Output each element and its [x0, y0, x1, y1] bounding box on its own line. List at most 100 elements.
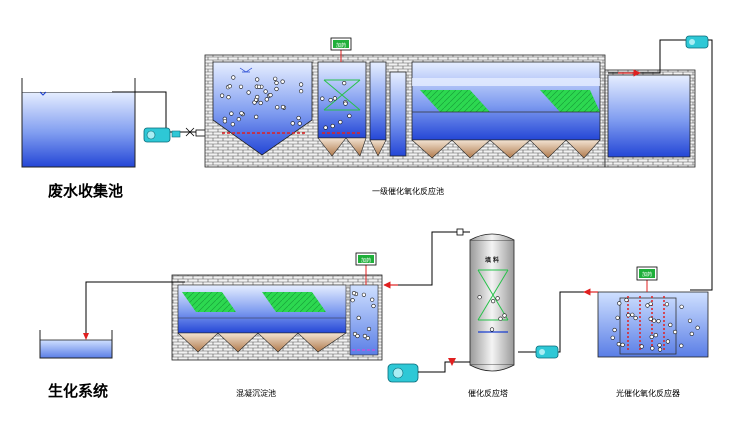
bubble — [630, 312, 635, 317]
bubble — [672, 329, 678, 335]
bubble — [280, 104, 286, 110]
dosing-unit-1 — [330, 37, 352, 62]
bubble — [620, 342, 625, 348]
bubble — [274, 86, 279, 92]
bubble — [689, 331, 694, 337]
bubble — [665, 339, 671, 344]
bio-system-label: 生化系统 — [48, 382, 109, 400]
bubble — [679, 343, 684, 348]
tower-pump-icon — [535, 345, 559, 359]
bubble — [238, 84, 244, 89]
bubble — [612, 327, 617, 333]
top-pump-icon — [685, 35, 709, 49]
bubble — [649, 334, 654, 340]
bubble — [258, 100, 263, 106]
bubble — [362, 333, 368, 339]
bubble — [275, 105, 280, 110]
bubble — [231, 75, 236, 80]
bubble — [639, 344, 644, 349]
coag-tank-label: 混凝沉淀池 — [236, 389, 276, 398]
bubble — [297, 121, 302, 126]
tower-to-coag-pipe — [384, 231, 470, 286]
bubble — [626, 313, 631, 318]
dosing-unit-2 — [355, 252, 377, 285]
bubble — [687, 318, 693, 323]
bubble — [274, 80, 279, 85]
bubble — [498, 316, 503, 321]
bubble — [254, 114, 259, 119]
bubble — [350, 298, 355, 303]
bubble — [695, 325, 700, 330]
bubble — [236, 117, 241, 122]
first-reactor — [204, 54, 696, 168]
bubble — [664, 302, 670, 307]
bubble — [263, 89, 268, 94]
blower-icon — [387, 358, 470, 383]
bubble — [220, 93, 225, 98]
bubble — [320, 96, 325, 101]
bubble — [365, 336, 370, 341]
bubble — [679, 304, 684, 309]
bubble — [617, 301, 622, 306]
bubble — [648, 316, 653, 322]
bubble — [255, 94, 260, 100]
bubble — [651, 318, 657, 323]
bubble — [610, 335, 615, 340]
bubble — [366, 326, 372, 332]
bubble — [273, 76, 278, 81]
bubble — [290, 121, 295, 126]
bubble — [351, 291, 357, 296]
bubble — [328, 97, 333, 103]
bubble — [502, 313, 507, 318]
bubble — [371, 303, 376, 309]
waste-collection-tank — [21, 78, 136, 168]
bubble — [653, 333, 658, 338]
bubble — [624, 297, 629, 303]
bubble — [370, 297, 375, 302]
waste-tank-label: 废水收集池 — [48, 182, 124, 200]
bubble — [296, 115, 301, 121]
bubble — [342, 80, 347, 86]
bubble — [657, 347, 663, 352]
coag-tank — [171, 274, 383, 361]
bubble — [477, 295, 482, 300]
bubble — [255, 77, 260, 82]
photo-reactor — [597, 291, 709, 358]
first-reactor-label: 一级催化氧化反应池 — [372, 187, 444, 196]
bubble — [256, 84, 262, 89]
dosing-label-3: 加药 — [642, 271, 652, 278]
pump-icon — [143, 127, 181, 143]
bubble — [616, 342, 621, 347]
bubble — [246, 90, 251, 95]
bubble — [268, 92, 273, 98]
bubble — [650, 346, 655, 351]
bubble — [645, 303, 650, 308]
bubble — [343, 101, 348, 106]
coag-to-bio-pipe — [85, 281, 185, 336]
catalytic-tower — [469, 233, 515, 372]
bubble — [330, 123, 335, 129]
tower-filler-label: 填 料 — [485, 256, 499, 264]
bubble — [491, 299, 496, 304]
bubble — [239, 111, 244, 116]
bubble — [356, 315, 361, 321]
bubble — [226, 95, 231, 100]
bubble — [299, 89, 304, 94]
catalytic-tower-label: 催化反应塔 — [468, 389, 508, 398]
bubble — [280, 79, 285, 84]
photo-reactor-label: 光催化氧化反应器 — [616, 389, 680, 398]
dosing-label-2: 加药 — [361, 257, 371, 264]
bubble — [656, 319, 661, 324]
bubble — [229, 111, 234, 116]
bubble — [615, 315, 620, 320]
bubble — [361, 292, 367, 297]
bubble — [495, 296, 500, 301]
bubble — [657, 343, 662, 348]
bubble — [489, 327, 495, 332]
bubble — [230, 122, 235, 127]
bio-system-tank — [39, 330, 113, 359]
dosing-label-1: 加药 — [336, 42, 346, 49]
